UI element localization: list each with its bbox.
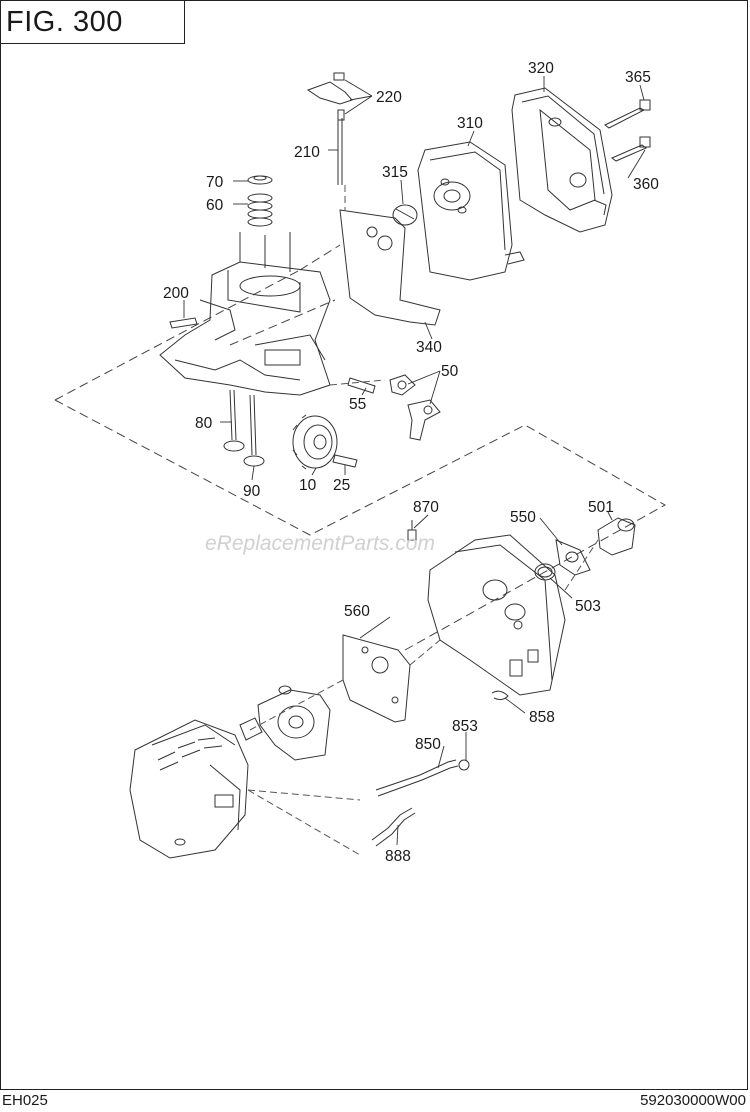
- plug-part-315: [392, 204, 418, 226]
- callout-220: 220: [376, 89, 402, 106]
- valve-spring-part: [247, 175, 273, 227]
- valve-part-80: [223, 389, 245, 452]
- intake-insulator-part: [427, 534, 566, 696]
- callout-315: 315: [382, 164, 408, 181]
- callout-200: 200: [163, 285, 189, 302]
- dashed-outline-upper: [54, 244, 667, 651]
- carburetor-part: [239, 685, 331, 761]
- callout-labels: 220 210 70 60 200 320 365 310 315 360 34…: [163, 60, 659, 865]
- clip-part-858: [491, 690, 509, 701]
- callout-503: 503: [575, 598, 601, 615]
- pin-part-55: [347, 377, 376, 394]
- clip-part-853: [458, 759, 470, 771]
- muffler-cover-part-320: [511, 87, 613, 233]
- air-cleaner-cover-part: [129, 719, 249, 859]
- callout-850: 850: [415, 736, 441, 753]
- gasket-part-550: [555, 539, 591, 576]
- cylinder-block-part: [159, 232, 331, 396]
- callout-853: 853: [452, 718, 478, 735]
- push-rod-part: [337, 118, 343, 185]
- bolt-part-365: [604, 99, 651, 129]
- diagram-frame: [0, 0, 748, 1090]
- callout-360: 360: [633, 176, 659, 193]
- muffler-part-310: [417, 141, 525, 281]
- callout-320: 320: [528, 60, 554, 77]
- callout-501: 501: [588, 499, 614, 516]
- callout-310: 310: [457, 115, 483, 132]
- callout-55: 55: [349, 396, 366, 413]
- cam-gear-part-10: [292, 414, 338, 470]
- watermark-text: eReplacementParts.com: [205, 532, 435, 555]
- bolt-part-360: [611, 136, 651, 162]
- footer-model-code: EH025: [2, 1092, 48, 1109]
- callout-210: 210: [294, 144, 320, 161]
- callout-560: 560: [344, 603, 370, 620]
- figure-title: FIG. 300: [0, 0, 185, 44]
- callout-25: 25: [333, 477, 350, 494]
- callout-340: 340: [416, 339, 442, 356]
- callout-50: 50: [441, 363, 459, 380]
- rocker-lever-part-50: [389, 374, 441, 441]
- callout-365: 365: [625, 69, 651, 86]
- gasket-part-560: [342, 634, 411, 723]
- callout-60: 60: [206, 197, 224, 214]
- callout-70: 70: [206, 174, 224, 191]
- fuel-hose-part-850: [375, 759, 459, 797]
- callout-10: 10: [299, 477, 317, 494]
- valve-part-90: [243, 394, 265, 467]
- fuel-hose-part-888: [371, 807, 416, 847]
- pin-part-25: [332, 454, 358, 468]
- callout-80: 80: [195, 415, 213, 432]
- callout-90: 90: [243, 483, 261, 500]
- screw-part-870: [407, 520, 417, 541]
- tube-part-501: [597, 517, 636, 556]
- callout-550: 550: [510, 509, 536, 526]
- pin-part-200: [169, 317, 198, 329]
- o-ring-part-503: [534, 563, 556, 581]
- footer-part-number: 592030000W00: [640, 1092, 746, 1109]
- callout-858: 858: [529, 709, 555, 726]
- callout-870: 870: [413, 499, 439, 516]
- callout-888: 888: [385, 848, 411, 865]
